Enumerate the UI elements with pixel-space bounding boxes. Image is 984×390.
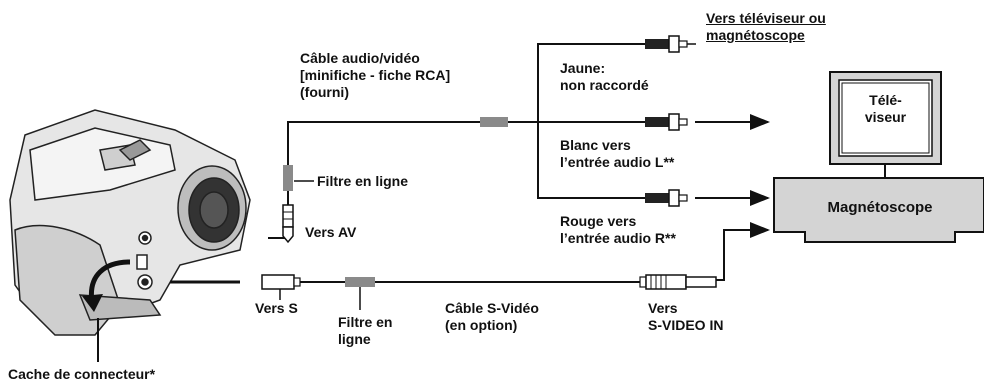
rca-plug-yellow	[645, 35, 696, 53]
svideo-cable	[170, 222, 770, 310]
red-plug-label: Rouge vers l’entrée audio R**	[560, 213, 676, 247]
white-plug-label-line2: l’entrée audio L**	[560, 154, 675, 170]
av-cable-label-line3: (fourni)	[300, 84, 349, 100]
inline-filter-bottom-label: Filtre en ligne	[338, 314, 392, 348]
yellow-plug-label-line2: non raccordé	[560, 77, 649, 93]
to-svideo-label-line2: S-VIDEO IN	[648, 317, 724, 333]
vcr-icon	[773, 177, 984, 243]
to-tv-label-line1: Vers téléviseur ou	[706, 10, 826, 26]
av-cable-label-line2: [minifiche - fiche RCA]	[300, 67, 451, 83]
inline-filter-label: Filtre en ligne	[317, 173, 409, 189]
yellow-plug-label-line1: Jaune:	[560, 60, 606, 76]
inline-filter-bottom-line1: Filtre en	[338, 314, 393, 330]
to-svideo-label-line1: Vers	[648, 300, 678, 316]
svideo-cable-label-line2: (en option)	[445, 317, 518, 333]
inline-filter-bottom-line2: ligne	[338, 331, 371, 347]
open-cover-arrow	[88, 259, 131, 303]
to-av-label: Vers AV	[305, 224, 357, 240]
to-svideo-in-label: Vers S-VIDEO IN	[648, 300, 723, 334]
rca-plug-red	[645, 189, 688, 207]
av-cable-label-line1: Câble audio/vidéo	[300, 50, 420, 66]
connector-cover-label: Cache de connecteur*	[8, 366, 156, 382]
av-cable-sleeve	[480, 117, 508, 127]
tv-label-line1: Télé-	[869, 92, 902, 108]
to-s-label: Vers S	[255, 300, 298, 316]
av-inline-filter	[283, 165, 293, 191]
svideo-cable-label: Câble S-Vidéo (en option)	[445, 300, 539, 334]
to-tv-or-vcr-label: Vers téléviseur ou magnétoscope	[706, 10, 826, 44]
open-cover-arrow-head	[82, 294, 103, 312]
av-mini-plug	[282, 204, 294, 244]
red-plug-label-line1: Rouge vers	[560, 213, 637, 229]
av-cable-label: Câble audio/vidéo [minifiche - fiche RCA…	[300, 50, 450, 101]
white-plug-label-line1: Blanc vers	[560, 137, 631, 153]
tv-label-line2: viseur	[864, 109, 907, 125]
rca-plug-white	[645, 113, 688, 131]
white-plug-label: Blanc vers l’entrée audio L**	[560, 137, 674, 171]
red-plug-label-line2: l’entrée audio R**	[560, 230, 676, 246]
yellow-plug-label: Jaune: non raccordé	[560, 60, 649, 94]
vcr-label: Magnétoscope	[827, 199, 933, 216]
tv-icon	[829, 71, 942, 183]
tv-label: Télé- viseur	[842, 92, 929, 126]
to-tv-label-line2: magnétoscope	[706, 27, 805, 43]
svideo-cable-label-line1: Câble S-Vidéo	[445, 300, 539, 316]
camcorder-illustration	[9, 109, 251, 336]
